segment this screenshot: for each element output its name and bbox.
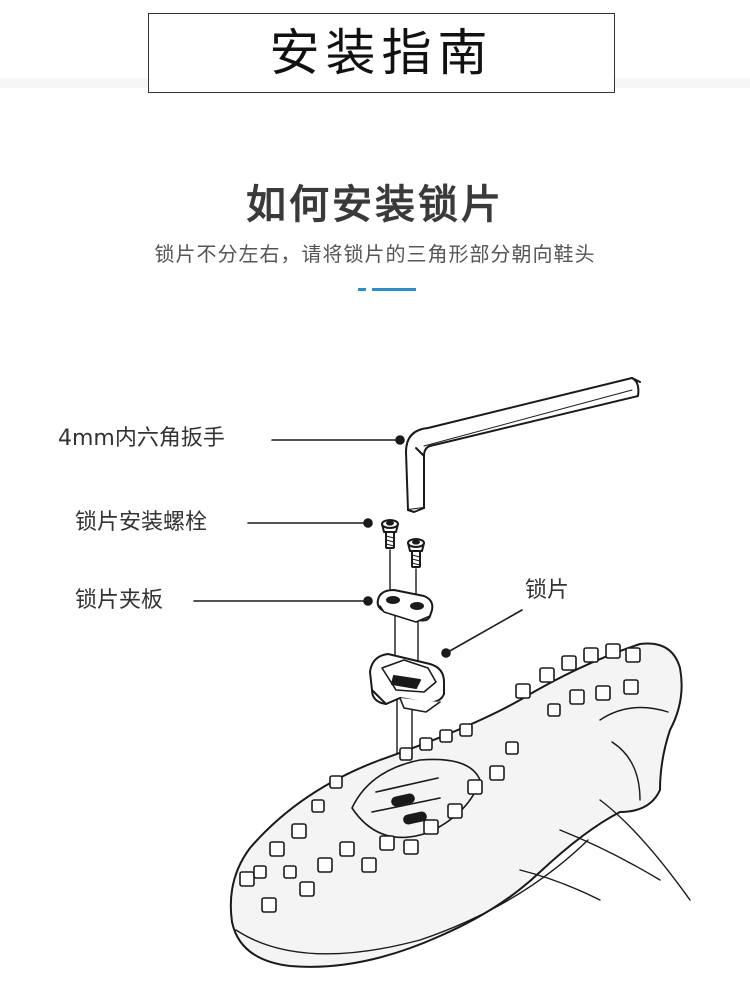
label-bolt: 锁片安装螺栓 xyxy=(75,510,208,535)
section-subtitle: 锁片不分左右，请将锁片的三角形部分朝向鞋头 xyxy=(154,242,596,266)
bolt-icon-right xyxy=(407,538,425,568)
accent-line-long xyxy=(372,288,416,291)
clamp-plate-icon xyxy=(376,589,434,623)
leader-dot-cleat xyxy=(441,648,451,658)
label-clamp-plate: 锁片夹板 xyxy=(75,588,164,613)
header-box: 安装指南 xyxy=(148,13,615,93)
leader-dot-bolt xyxy=(363,518,373,528)
leader-lines xyxy=(193,435,523,658)
accent-line-short xyxy=(358,288,366,291)
leader-dot-clamp-plate xyxy=(363,596,373,606)
leader-dot-hex-wrench xyxy=(395,435,405,445)
cleat-icon xyxy=(369,653,445,713)
label-cleat: 锁片 xyxy=(525,578,570,603)
hex-wrench-icon xyxy=(405,377,641,513)
section-title: 如何安装锁片 xyxy=(246,182,504,228)
leader-cleat xyxy=(447,609,523,653)
bolt-icon-left xyxy=(381,519,399,549)
page-title: 安装指南 xyxy=(269,24,494,82)
label-hex-wrench: 4mm内六角扳手 xyxy=(58,426,225,451)
tread-lugs xyxy=(239,643,641,913)
